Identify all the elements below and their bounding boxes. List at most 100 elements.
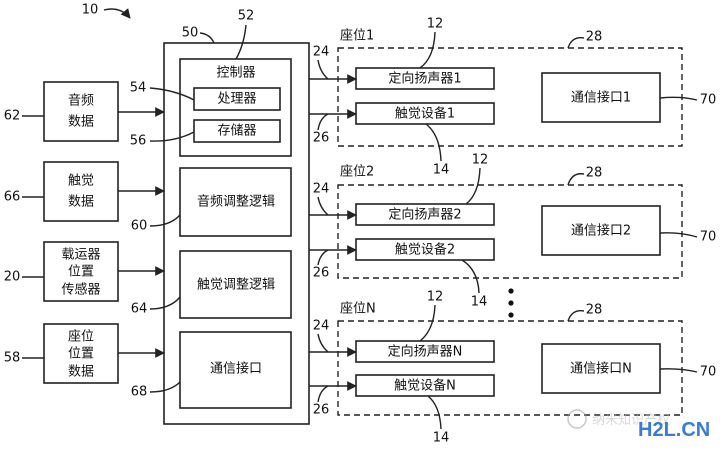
system-arrow	[103, 8, 131, 19]
memory-label: 存储器	[217, 124, 256, 139]
comm-label: 通信接口	[210, 361, 262, 377]
seat-1-title: 座位1	[340, 29, 374, 44]
seat-2-ref-24: 24	[313, 182, 330, 197]
vehicle-sensor-line1: 载运器	[61, 248, 100, 263]
seat-1-ref-14: 14	[433, 163, 450, 178]
seat-n-comm-label: 通信接口N	[570, 361, 632, 377]
seat-1-speaker-label: 定向扬声器1	[388, 71, 461, 87]
audio-data-line1: 音频	[68, 93, 94, 109]
seat-n-ref-12-leader	[419, 304, 436, 342]
ref-seat-pos: 58	[4, 351, 21, 366]
ref-main-box: 50	[182, 26, 199, 41]
seat-2-ref-12-leader	[465, 167, 481, 205]
watermark-logo: H2L.CN	[638, 419, 710, 441]
ref-audio-logic: 60	[131, 219, 148, 234]
audio-logic-label: 音频调整逻辑	[197, 194, 275, 210]
seat-1-haptic-label: 触觉设备1	[395, 106, 455, 122]
ellipsis-dot	[508, 300, 514, 306]
seat-2-ref-group: 28	[586, 166, 603, 181]
vehicle-sensor-line3: 传感器	[61, 282, 100, 298]
ref-comm-leader	[149, 381, 181, 393]
watermark: 纳米知识产权	[567, 409, 670, 429]
ref-haptic-logic: 64	[131, 302, 148, 317]
ellipsis-dot	[508, 312, 514, 318]
seat-n-ref-group-leader	[567, 310, 585, 322]
ref-haptic-in: 66	[4, 190, 21, 205]
ref-processor: 54	[130, 81, 147, 96]
ref-memory: 56	[130, 134, 147, 149]
seat-2-comm-label: 通信接口2	[571, 223, 631, 239]
haptic-logic-label: 触觉调整逻辑	[197, 278, 275, 293]
ellipsis-dot	[508, 288, 514, 294]
seat-1-ref-70-leader	[659, 96, 698, 101]
seat-1-ref-70: 70	[700, 93, 717, 108]
seat-2-ref-24-leader	[317, 196, 329, 216]
seat-1-ref-24-leader	[317, 59, 329, 80]
seat-1-ref-12: 12	[427, 17, 444, 32]
seat-1-ref-14-leader	[425, 123, 442, 162]
seat-1-ref-26: 26	[313, 131, 330, 146]
seat-2-ref-12: 12	[472, 153, 489, 168]
ref-haptic-logic-leader	[149, 296, 181, 310]
ref-memory-leader	[149, 131, 195, 142]
memory-box	[193, 119, 281, 143]
seat-n-ref-26-leader	[317, 385, 329, 403]
haptic-data-box	[43, 161, 119, 222]
seat-1-comm-box	[541, 72, 661, 123]
ref-controller-leader	[235, 24, 247, 60]
haptic-data-line1: 触觉	[68, 174, 94, 189]
ref-system: 10	[82, 3, 99, 18]
seat-n-ref-14: 14	[433, 431, 450, 446]
seat-2-comm-box	[541, 205, 661, 256]
ref-comm: 68	[131, 385, 148, 400]
processor-box	[193, 87, 281, 111]
seat-n-ref-14-leader	[427, 395, 442, 430]
seat-1-comm-label: 通信接口1	[571, 90, 631, 106]
seat-n-haptic-label: 触觉设备N	[394, 378, 456, 394]
seat-position-line1: 座位	[68, 330, 94, 345]
seat-n-ref-12: 12	[427, 290, 444, 305]
seat-2-speaker-label: 定向扬声器2	[388, 207, 461, 223]
seat-1-ref-24: 24	[313, 45, 330, 60]
seat-2-title: 座位2	[340, 165, 374, 180]
comm-box	[179, 331, 292, 409]
audio-logic-box	[179, 167, 292, 237]
seat-2-ref-26: 26	[313, 266, 330, 281]
seat-2-ref-14: 14	[471, 295, 488, 310]
processor-label: 处理器	[217, 92, 256, 107]
seat-1-ref-12-leader	[419, 31, 436, 69]
vehicle-sensor-box	[43, 241, 119, 302]
seat-n-ref-70: 70	[700, 365, 717, 380]
seat-n-ref-24-leader	[317, 333, 329, 353]
seat-n-group	[337, 320, 683, 416]
seat-2-ref-group-leader	[567, 173, 585, 186]
seat-n-title: 座位N	[340, 302, 376, 317]
seat-2-haptic-label: 触觉设备2	[395, 242, 455, 258]
audio-data-box	[43, 81, 119, 142]
seat-n-speaker-label: 定向扬声器N	[388, 344, 463, 360]
seat-2-ref-14-leader	[461, 259, 480, 294]
seat-position-line2: 位置	[68, 347, 94, 362]
seat-position-line3: 数据	[68, 365, 94, 380]
seat-n-ref-26: 26	[313, 403, 330, 418]
seat-1-ref-26-leader	[317, 113, 329, 131]
seat-1-ref-group: 28	[586, 30, 603, 45]
ref-main-box-leader	[199, 32, 215, 44]
haptic-data-line2: 数据	[68, 195, 94, 210]
ref-audio-in: 62	[4, 109, 21, 124]
wechat-icon	[567, 409, 587, 429]
seat-n-ref-group: 28	[586, 303, 603, 318]
ref-audio-logic-leader	[149, 214, 181, 227]
ref-controller: 52	[238, 9, 255, 24]
watermark-text: 纳米知识产权	[592, 412, 670, 428]
seat-2-ref-70: 70	[700, 230, 717, 245]
seat-2-ref-26-leader	[317, 249, 329, 266]
seat-2-group	[337, 184, 683, 279]
seat-1-ref-group-leader	[567, 37, 585, 49]
seat-n-ref-70-leader	[659, 368, 698, 373]
seat-2-ref-70-leader	[659, 232, 698, 238]
ref-vehicle-sensor: 20	[4, 270, 21, 285]
audio-data-line2: 数据	[68, 115, 94, 130]
vehicle-sensor-line2: 位置	[68, 265, 94, 280]
